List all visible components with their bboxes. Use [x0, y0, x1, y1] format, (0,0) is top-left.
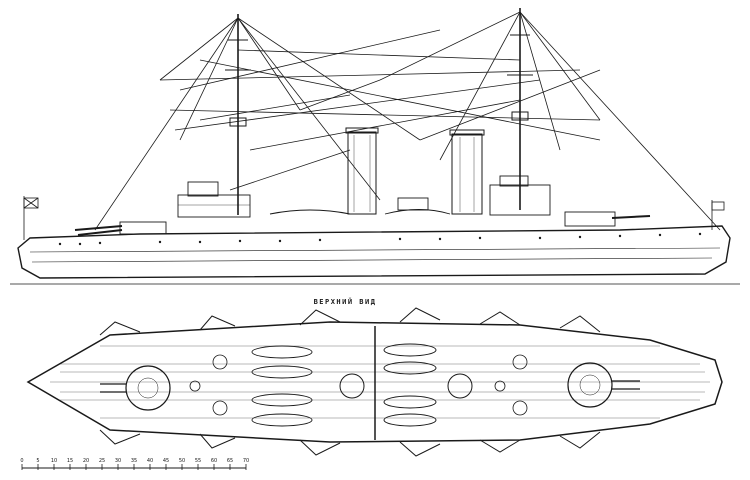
main-turrets — [100, 362, 640, 411]
deck-outline — [26, 321, 723, 443]
scale-tick-label: 40 — [147, 458, 153, 464]
scale-tick-label: 35 — [131, 458, 137, 464]
scale-tick-label: 5 — [36, 458, 39, 464]
boats — [251, 343, 437, 427]
portholes — [58, 232, 702, 246]
scale-tick-label: 70 — [243, 458, 249, 464]
funnels-top — [339, 326, 473, 440]
funnels — [345, 127, 485, 215]
scale-bar: 0 5 10 15 20 25 30 35 40 45 50 55 60 65 70 — [20, 458, 249, 470]
secondary-guns — [189, 354, 528, 416]
side-view — [10, 8, 740, 285]
hull — [10, 225, 740, 285]
scale-tick-label: 45 — [163, 458, 169, 464]
scale-tick-label: 15 — [67, 458, 73, 464]
scale-tick-label: 30 — [115, 458, 121, 464]
flags — [23, 196, 725, 240]
rigging — [94, 11, 721, 231]
scale-tick-label: 60 — [211, 458, 217, 464]
top-view — [26, 307, 723, 457]
sponsons — [99, 307, 601, 457]
masts — [225, 8, 533, 215]
scale-tick-label: 55 — [195, 458, 201, 464]
scale-tick-label: 0 — [20, 458, 23, 464]
scale-tick-label: 50 — [179, 458, 185, 464]
scale-tick-label: 65 — [227, 458, 233, 464]
scale-tick-label: 20 — [83, 458, 89, 464]
scale-ticks: 0 5 10 15 20 25 30 35 40 45 50 55 60 65 70 — [20, 458, 249, 470]
deck-planking — [50, 345, 710, 419]
top-view-label: ВЕРХНИЙ ВИД — [314, 297, 377, 306]
scale-tick-label: 10 — [51, 458, 57, 464]
superstructure — [74, 175, 651, 236]
scale-tick-label: 25 — [99, 458, 105, 464]
